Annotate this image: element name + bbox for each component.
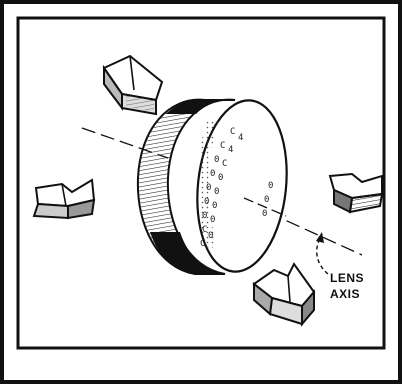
mark: 0 — [206, 183, 211, 193]
electromagnet-right — [330, 174, 382, 212]
mark: C — [230, 127, 235, 137]
mark: 0 — [268, 181, 273, 191]
mark: 0 — [212, 201, 217, 211]
mark: C — [222, 159, 227, 169]
electromagnet-bottom-right — [254, 264, 314, 324]
lens-axis-label-line1: LENS — [330, 271, 364, 285]
mark: 0 — [262, 209, 267, 219]
mark: 0 — [210, 215, 215, 225]
lens-axis-label-line2: AXIS — [330, 287, 360, 301]
mark: 0 — [202, 211, 207, 221]
electromagnet-top-left — [104, 56, 162, 114]
mark: C — [220, 141, 225, 151]
mark: C — [202, 225, 207, 235]
mark: 0 — [204, 197, 209, 207]
mark: 0 — [214, 155, 219, 165]
mark: 4 — [238, 133, 243, 143]
mark: 0 — [208, 231, 213, 241]
mark: 0 — [264, 195, 269, 205]
mark: 0 — [218, 173, 223, 183]
mark: 0 — [214, 187, 219, 197]
mark: 4 — [228, 145, 233, 155]
mark: C — [200, 239, 205, 249]
mark: 0 — [210, 169, 215, 179]
electromagnet-left — [34, 180, 94, 218]
